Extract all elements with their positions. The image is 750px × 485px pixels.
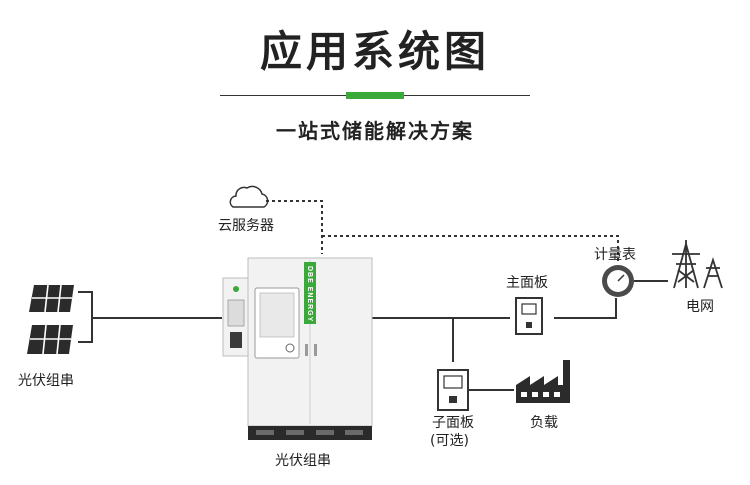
meter-data-link [322,235,619,262]
sub-panel-icon [437,369,469,411]
main-panel-label: 主面板 [506,275,548,291]
grid-label: 电网 [686,299,714,315]
inverter-unit [222,277,250,357]
pv-bracket-line [78,291,93,343]
solar-panel-grid [30,284,72,355]
mainpanel-to-meter-line [554,298,617,319]
meter-icon [602,265,634,297]
pv-string-label: 光伏组串 [18,373,74,389]
transmission-tower-icon [672,240,723,289]
cloud-icon [229,185,269,208]
title-accent-bar [346,92,404,99]
factory-windows [521,392,560,397]
page-title: 应用系统图 [259,27,490,76]
sub-panel-optional-label: (可选) [430,433,469,449]
load-label: 负载 [530,415,558,431]
meter-label: 计量表 [594,247,636,263]
cloud-data-link [266,200,323,254]
cabinet-label: 光伏组串 [275,453,331,469]
cloud-server-label: 云服务器 [218,218,274,234]
connection-lines [78,280,668,391]
page-subtitle: 一站式储能解决方案 [276,119,474,143]
data-links [266,200,619,262]
electrical-panel-icon [515,297,543,335]
sub-panel-label: 子面板 [432,415,474,431]
solar-panel-icon [27,285,74,354]
storage-cabinet [247,257,373,440]
